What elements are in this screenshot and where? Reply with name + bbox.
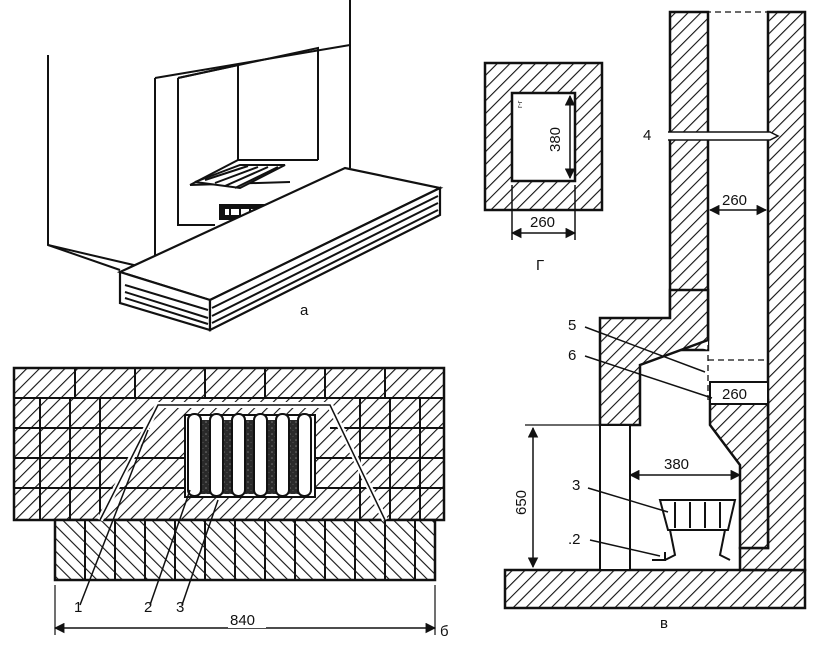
grate-section	[658, 499, 737, 561]
section-mark-g: г-г	[517, 100, 524, 108]
callout-v2: .2	[568, 531, 581, 548]
view-b-front-elevation: 1 2 3 840 б	[12, 366, 449, 640]
dim-insert-width: 260	[722, 386, 747, 403]
wall-left-face	[47, 55, 156, 272]
dim-width-g: 260	[530, 214, 555, 231]
leader-v3	[587, 487, 669, 513]
insert-dashed	[629, 11, 790, 570]
dim-flue-width: 260	[722, 192, 747, 209]
flue-opening	[510, 91, 577, 183]
leader-1	[79, 429, 149, 606]
view-g-flue-section: 260 380 г-г Г	[483, 61, 604, 274]
view-a-caption: а	[300, 302, 309, 319]
dim-firebox-depth: 380	[664, 456, 689, 473]
firebox-fire	[190, 420, 310, 494]
dim-firebox-height: 650	[513, 490, 530, 515]
grate-bars	[187, 413, 312, 497]
front-hood	[598, 288, 710, 427]
callout-5: 5	[568, 317, 576, 334]
dim-840: 840	[230, 612, 255, 629]
leader-5	[584, 326, 706, 373]
callout-6: 6	[568, 347, 576, 364]
leader-v2	[589, 539, 661, 557]
view-g-caption: Г	[536, 257, 544, 274]
callout-2: 2	[144, 599, 152, 616]
callout-v3: 3	[572, 477, 580, 494]
dim-height-g: 380	[547, 127, 564, 152]
leader-2	[149, 489, 191, 606]
plinth-masonry	[53, 518, 437, 582]
view-v-caption: в	[660, 615, 668, 632]
leader-6	[584, 355, 713, 399]
callout-3: 3	[176, 599, 184, 616]
hearth-slab	[116, 166, 444, 332]
callout-1: 1	[74, 599, 82, 616]
callout-4: 4	[643, 127, 651, 144]
view-b-caption: б	[440, 623, 449, 640]
view-a-perspective: а	[47, 0, 444, 332]
insert-box	[709, 381, 769, 405]
view-v-vertical-section: 4 260 5 6 260 380 650 3 .2	[503, 10, 807, 632]
leader-3	[181, 499, 219, 606]
base-slab	[503, 568, 807, 610]
